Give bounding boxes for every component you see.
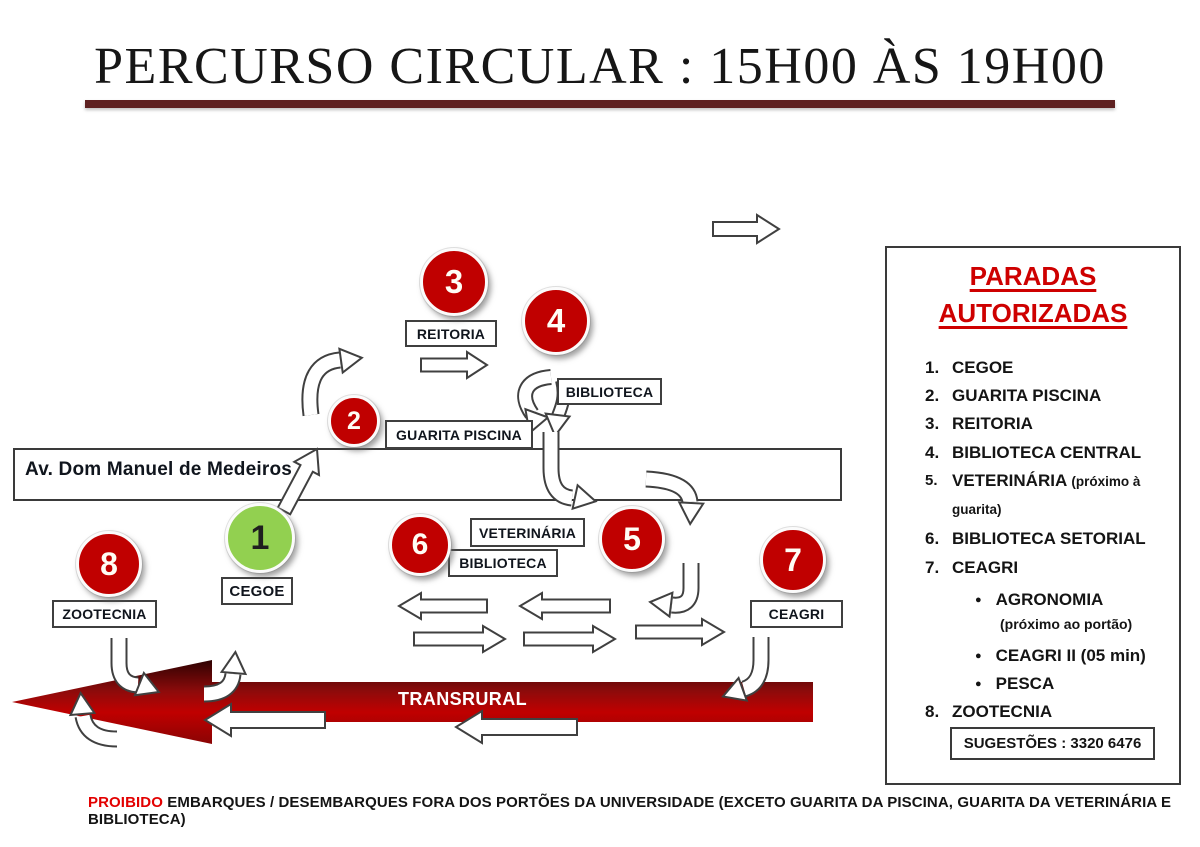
stop-label: GUARITA PISCINA [952,386,1102,405]
panel-title-line2: AUTORIZADAS [938,298,1128,328]
stop-item-5: 5. VETERINÁRIA (próximo à guarita) [925,467,1177,523]
route-arrow-head [571,483,598,511]
prohibited-word: PROIBIDO [88,794,163,811]
bullet-icon [975,642,996,670]
stop-circle-4: 4 [522,287,590,355]
bullet-icon [975,586,996,614]
stop-number: 3. [925,414,940,433]
footer-note: PROIBIDO EMBARQUES / DESEMBARQUES FORA D… [88,794,1178,828]
stop-label-group: VETERINÁRIA (próximo à guarita) [952,467,1170,523]
page-title: PERCURSO CIRCULAR : 15H00 ÀS 19H00 [94,38,1106,95]
route-arrow [203,672,240,701]
map-label-cegoe: CEGOE [221,577,293,605]
suggestions-box: SUGESTÕES : 3320 6476 [950,727,1155,760]
ceagri-bullet-ceagri-ii: CEAGRI II (05 min) [975,642,1146,670]
route-arrow [544,432,574,505]
stop-label: REITORIA [952,414,1033,433]
route-arrow [523,624,617,654]
ceagri-bullet-pesca: PESCA [975,670,1055,698]
route-arrow-head [219,650,248,676]
route-arrow [671,563,698,612]
stop-number: 2. [925,386,940,405]
route-arrow [635,617,726,647]
map-label-ceagri: CEAGRI [750,600,843,628]
stop-number: 7. [925,558,940,577]
map-label-guarita-piscina: GUARITA PISCINA [385,420,533,449]
route-arrow [303,353,342,416]
stop-label: BIBLIOTECA CENTRAL [952,443,1142,462]
route-arrow [454,709,578,745]
stop-number: 1. [925,358,940,377]
stop-circle-2: 2 [328,395,380,447]
stop-item-8: 8. ZOOTECNIA [925,698,1177,725]
stop-number: 4. [925,443,940,462]
title-underline-bar [85,100,1115,108]
panel-title-line1: PARADAS [969,261,1097,291]
stop-circle-1: 1 [225,503,295,573]
stop-item-1: 1. CEGOE [925,354,1177,381]
road-label: Av. Dom Manuel de Medeiros [25,459,293,480]
stop-circle-3: 3 [420,248,488,316]
stop-item-4: 4. BIBLIOTECA CENTRAL [925,439,1177,466]
route-arrow [276,447,321,516]
stop-item-6: 6. BIBLIOTECA SETORIAL [925,525,1177,552]
footer-text: EMBARQUES / DESEMBARQUES FORA DOS PORTÕE… [88,794,1172,828]
bullet-label: AGRONOMIA [995,590,1104,609]
stop-item-7: 7. CEAGRI [925,554,1177,581]
bullet-label: CEAGRI II (05 min) [995,646,1146,665]
route-arrow-head [68,691,97,717]
route-arrow [645,472,697,504]
stop-number: 5. [925,472,938,489]
route-arrow [741,637,768,696]
stop-circle-8: 8 [76,531,142,597]
map-label-zootecnia: ZOOTECNIA [52,600,157,628]
route-arrow [76,714,118,746]
stop-label: ZOOTECNIA [952,702,1053,721]
route-arrow-head [133,671,161,697]
route-arrow-head [721,676,749,702]
stop-item-2: 2. GUARITA PISCINA [925,382,1177,409]
route-arrow-head [544,412,572,438]
route-arrow [112,638,139,692]
route-arrow [413,624,507,654]
stop-circle-5: 5 [599,506,665,572]
ceagri-bullet-agronomia-note: (próximo ao portão) [1000,616,1133,632]
paradas-panel: PARADAS AUTORIZADAS 1. CEGOE 2. GUARITA … [885,246,1181,785]
bullet-icon [975,670,996,698]
route-arrow [203,702,326,738]
stop-circle-7: 7 [760,527,826,593]
stop-circle-6: 6 [389,514,451,576]
route-arrow-head [338,347,364,375]
stop-label: VETERINÁRIA [952,471,1067,490]
route-arrow [518,591,611,621]
stop-note: (próximo à guarita) [952,474,1141,517]
stop-number: 6. [925,529,940,548]
transrural-arrow [12,660,813,744]
route-arrow [519,371,552,418]
stop-label: BIBLIOTECA SETORIAL [952,529,1146,548]
bullet-label: PESCA [995,674,1055,693]
map-label-biblioteca-central: BIBLIOTECA [557,378,662,405]
route-arrow [712,213,781,245]
panel-title: PARADAS AUTORIZADAS [887,258,1179,332]
stop-number: 8. [925,702,940,721]
stop-label: CEAGRI [952,558,1019,577]
route-arrow [397,591,488,621]
map-label-reitoria: REITORIA [405,320,497,347]
map-label-veterinaria: VETERINÁRIA [470,518,585,547]
stop-label: CEGOE [952,358,1014,377]
map-label-biblioteca-setorial: BIBLIOTECA [448,549,558,577]
transrural-label: TRANSRURAL [398,689,527,709]
ceagri-bullet-agronomia: AGRONOMIA [975,586,1104,614]
route-arrow-head [648,591,674,619]
stop-item-3: 3. REITORIA [925,410,1177,437]
road-band: Av. Dom Manuel de Medeiros [13,448,842,501]
route-arrow-head [677,501,706,526]
route-arrow [420,350,489,380]
